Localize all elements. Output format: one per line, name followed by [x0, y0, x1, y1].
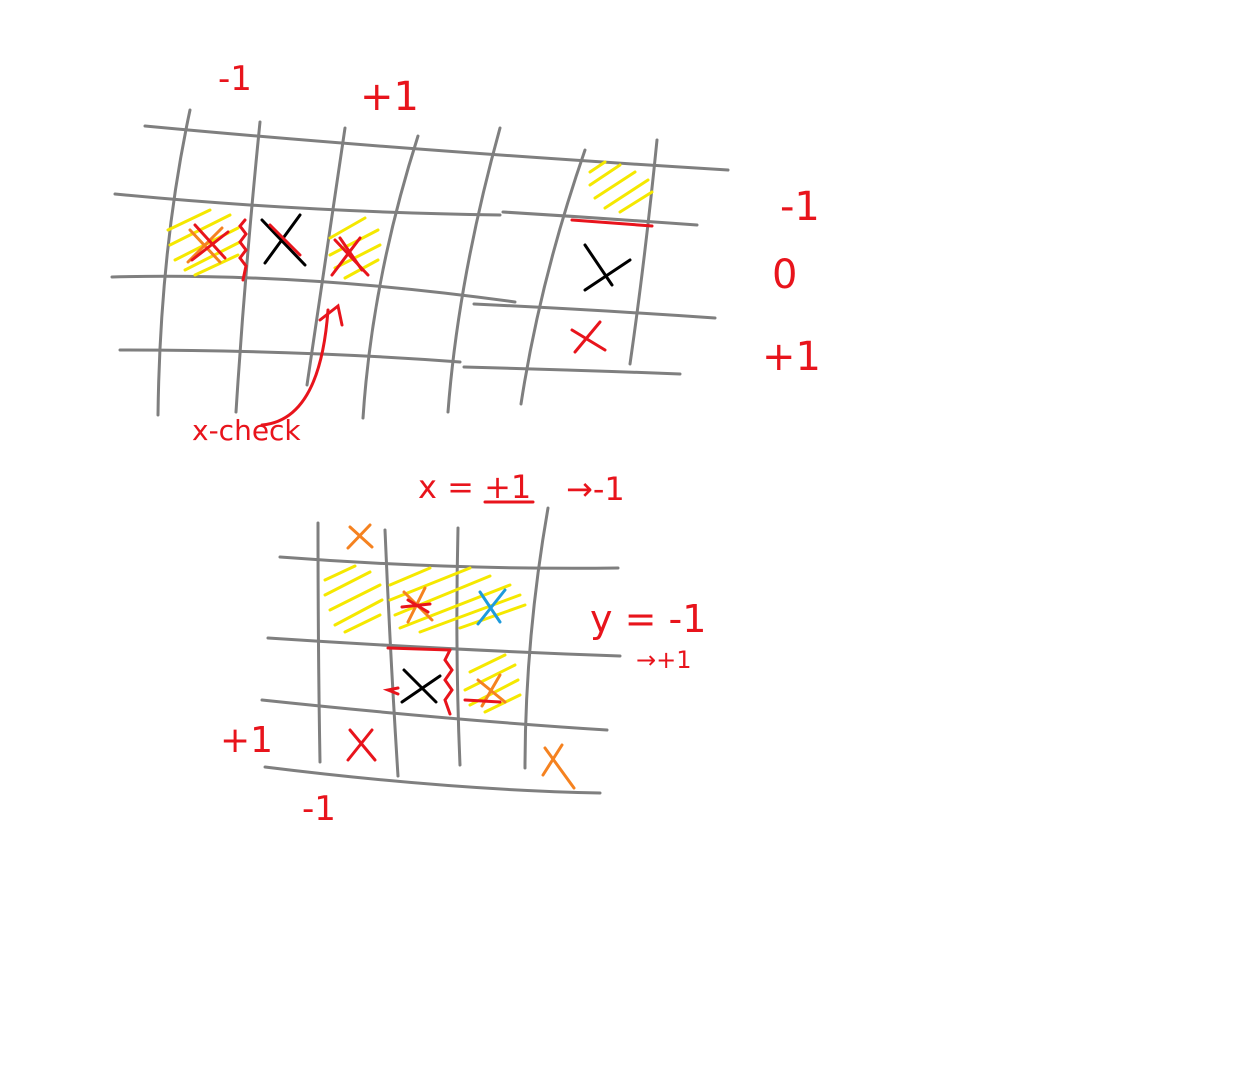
x-mark-red-bottom-left	[346, 728, 377, 762]
bottom-labels: x = +1 →-1 y = -1 →+1 +1 -1	[220, 468, 706, 829]
x-mark-red-right-bottom	[463, 698, 502, 704]
x-mark-red-below	[570, 320, 607, 354]
bottom-top-label: x = +1	[418, 468, 531, 506]
bottom-grid-hline-1	[278, 555, 620, 570]
top-grid-hline-4b	[462, 365, 682, 376]
bottom-right-label: y = -1	[590, 597, 706, 641]
top-grid-hline-3b	[472, 302, 717, 320]
bottom-grid-vline-3	[455, 526, 462, 767]
x-check-arrowhead	[318, 303, 344, 327]
top-grid-vline-1	[156, 108, 192, 417]
bottom-marks	[346, 523, 576, 790]
bottom-bottom-label: -1	[302, 789, 336, 829]
top-annotations	[238, 218, 654, 427]
top-grid-hline-2b	[501, 210, 699, 227]
bottom-right-label-arrow: →+1	[636, 646, 692, 674]
bottom-grid-vline-1	[316, 521, 322, 764]
x-mark-red-left	[190, 223, 230, 262]
x-check-arrow	[260, 308, 330, 427]
x-mark-orange-bottom-right	[541, 743, 576, 790]
top-grid-vline-6	[519, 148, 587, 406]
dashed-bracket-top	[238, 218, 248, 282]
left-arrow	[382, 686, 400, 696]
bottom-grid-vline-2	[383, 528, 400, 778]
top-row-label-2: 0	[772, 252, 797, 298]
x-mark-orange-left	[186, 226, 224, 264]
x-mark-red-center	[268, 223, 302, 257]
x-mark-black-right	[583, 243, 632, 292]
top-labels: -1 +1 -1 0 +1 x-check	[192, 59, 821, 447]
x-mark-black-center-bottom	[400, 668, 442, 704]
bottom-left-label: +1	[220, 720, 273, 761]
top-grid-vline-2	[234, 120, 262, 414]
bottom-grid-vline-4	[523, 506, 550, 770]
top-marks	[186, 213, 632, 354]
bottom-grid-hline-2	[266, 636, 622, 658]
bottom-annotations	[382, 500, 535, 716]
bottom-grid-hline-3	[260, 698, 609, 732]
x-check-caption: x-check	[192, 414, 301, 447]
x-mark-red-mid	[400, 598, 432, 614]
top-col-label-right: +1	[360, 74, 419, 120]
top-grid-vline-5	[446, 126, 502, 414]
top-grid	[110, 108, 730, 420]
top-col-label-left: -1	[218, 59, 252, 99]
red-underline-cell	[570, 218, 654, 228]
top-grid-vline-7	[628, 138, 659, 366]
x-mark-blue	[476, 588, 507, 626]
bottom-top-label-arrow: →-1	[566, 470, 625, 508]
top-grid-vline-4	[361, 134, 420, 420]
bottom-grid-hline-4	[263, 765, 602, 795]
top-grid-hline-1	[143, 124, 730, 172]
top-grid-vline-3	[305, 126, 347, 387]
x-mark-orange-top-left	[346, 523, 374, 550]
top-grid-hline-4	[118, 348, 462, 364]
dashed-box-right	[443, 648, 454, 716]
dashed-box-top	[386, 646, 452, 652]
top-grid-hline-3	[110, 274, 517, 304]
top-row-label-3: +1	[762, 334, 821, 380]
top-row-label-1: -1	[780, 184, 820, 230]
x-mark-red-right	[330, 236, 370, 277]
top-grid-hline-2a	[113, 192, 502, 217]
